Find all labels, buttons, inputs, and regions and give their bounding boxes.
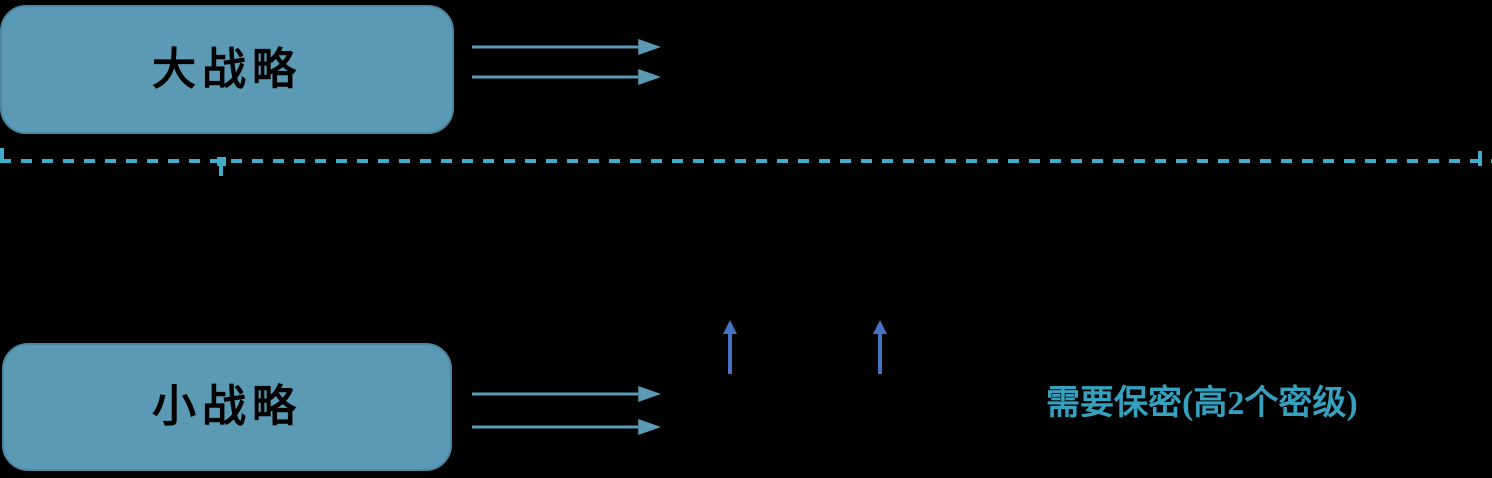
small-strategy-label: 小战略 <box>152 382 302 431</box>
divider-connector-stub <box>217 157 226 166</box>
grand-strategy-label: 大战略 <box>152 44 302 94</box>
up-arrow-icon <box>722 320 738 374</box>
right-arrow-icon <box>472 418 662 436</box>
grand-strategy-box: 大战略 <box>0 5 454 134</box>
divider-left-tick <box>0 148 4 161</box>
up-arrow-icon <box>872 320 888 374</box>
small-strategy-box: 小战略 <box>2 343 452 471</box>
dashed-divider-line <box>0 159 1492 163</box>
right-arrow-icon <box>472 68 662 86</box>
divider-connector-stub <box>219 166 223 176</box>
divider-right-tick <box>1478 151 1482 166</box>
confidentiality-annotation: 需要保密(高2个密级) <box>1046 385 1358 422</box>
right-arrow-icon <box>472 385 662 403</box>
right-arrow-icon <box>472 38 662 56</box>
